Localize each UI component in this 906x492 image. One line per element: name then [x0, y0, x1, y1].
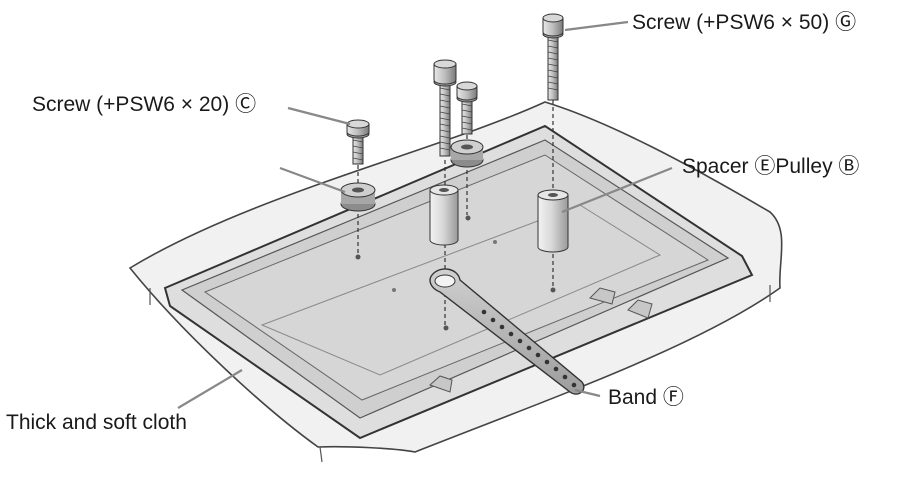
screw-c-left [346, 119, 370, 165]
washer-right [450, 139, 484, 168]
screw-c-label: Screw (+PSW6 × 20) Ⓒ [32, 93, 257, 116]
spacer-pulley-label: Spacer ⒺPulley Ⓑ [682, 155, 860, 178]
screw-g-long [542, 13, 564, 101]
cloth-label: Thick and soft cloth [6, 411, 187, 434]
spacer-left [429, 184, 459, 246]
band-strap [429, 268, 585, 395]
spacer-right [537, 189, 569, 253]
band-label: Band Ⓕ [608, 386, 684, 409]
screw-short-right [456, 81, 478, 135]
leader-lines [177, 20, 673, 409]
screw-long-center [433, 59, 457, 157]
washer-c [340, 182, 376, 212]
screw-g-label: Screw (+PSW6 × 50) Ⓖ [632, 11, 857, 34]
